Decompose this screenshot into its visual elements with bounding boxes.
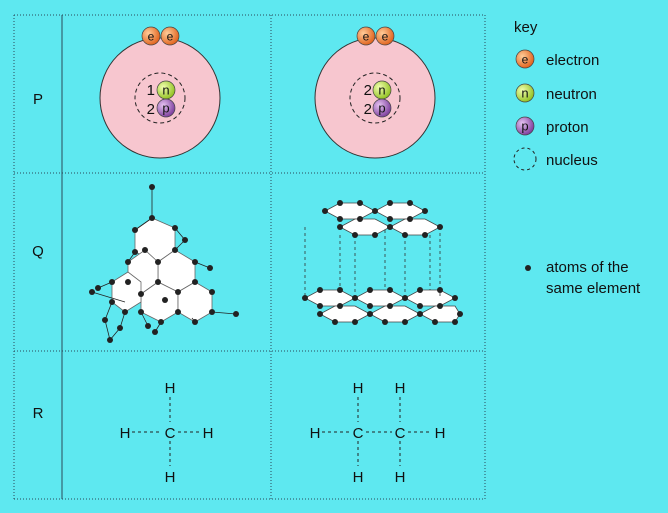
atom-dots <box>89 184 239 343</box>
proton-count: 2 <box>147 101 155 118</box>
svg-text:p: p <box>521 119 528 134</box>
svg-text:e: e <box>148 30 155 44</box>
electron-shell <box>99 37 221 159</box>
hydrogen-atom: H <box>203 425 214 442</box>
nucleus-boundary <box>349 72 401 124</box>
row-label-r: R <box>33 405 44 422</box>
hydrogen-atom: H <box>310 425 321 442</box>
hydrogen-atom: H <box>353 469 364 486</box>
hydrogen-atom: H <box>395 380 406 397</box>
nucleus-boundary <box>134 72 186 124</box>
hydrogen-atom: H <box>165 380 176 397</box>
structural-formula-1: H H C H H <box>120 380 214 486</box>
hydrogen-atom: H <box>165 469 176 486</box>
neutron-count: 2 <box>364 82 372 99</box>
svg-text:n: n <box>378 83 385 98</box>
neutron-count: 1 <box>147 82 155 99</box>
carbon-atom: C <box>165 425 176 442</box>
svg-text:e: e <box>167 30 174 44</box>
svg-text:p: p <box>162 101 169 116</box>
dashed-circle-icon <box>513 147 537 171</box>
proton: p <box>156 98 176 118</box>
atom-dots <box>302 200 463 325</box>
legend-item-nucleus: nucleus <box>513 147 598 171</box>
electron-1: e <box>141 26 161 46</box>
proton-count: 2 <box>364 101 372 118</box>
legend-item-electron: e electron <box>515 49 599 69</box>
hydrogen-atom: H <box>395 469 406 486</box>
electron-icon <box>515 49 535 69</box>
svg-text:p: p <box>378 101 385 116</box>
svg-text:n: n <box>521 86 528 101</box>
interlayer-bonds <box>304 227 441 298</box>
neutron: n <box>156 80 176 100</box>
carbon-atom: C <box>353 425 364 442</box>
hydrogen-atom: H <box>353 380 364 397</box>
svg-text:e: e <box>522 53 529 67</box>
legend-label: electron <box>546 52 599 69</box>
row-label-q: Q <box>32 243 44 260</box>
electron-2: e <box>375 26 395 46</box>
svg-text:e: e <box>382 30 389 44</box>
proton: p <box>372 98 392 118</box>
svg-text:e: e <box>363 30 370 44</box>
table-grid <box>13 14 486 500</box>
electron-shell <box>314 37 436 159</box>
legend-label-line1: atoms of the <box>546 259 629 276</box>
legend-label: neutron <box>546 86 597 103</box>
proton-icon <box>515 116 535 136</box>
neutron: n <box>372 80 392 100</box>
carbon-atom: C <box>395 425 406 442</box>
layered-hexagonal-structure <box>302 200 463 325</box>
structural-formula-2: H H H C C H H H <box>310 380 446 486</box>
lattice-structure-3d <box>89 184 239 343</box>
legend-label: nucleus <box>546 152 598 169</box>
legend-label: proton <box>546 119 589 136</box>
electron-1: e <box>356 26 376 46</box>
atom-diagram-2: e e 2 n 2 p <box>314 26 436 159</box>
legend-item-atoms: atoms of the same element <box>525 259 641 297</box>
legend-label-line2: same element <box>546 280 641 297</box>
legend-item-neutron: n neutron <box>515 83 597 103</box>
svg-text:n: n <box>162 83 169 98</box>
atom-diagram-1: e e 1 n 2 p <box>99 26 221 159</box>
legend: key e electron n neutron p proton nucleu… <box>513 19 641 297</box>
legend-title: key <box>514 19 538 36</box>
neutron-icon <box>515 83 535 103</box>
hydrogen-atom: H <box>120 425 131 442</box>
electron-2: e <box>160 26 180 46</box>
atom-dot-icon <box>525 265 531 271</box>
row-label-p: P <box>33 91 43 108</box>
legend-item-proton: p proton <box>515 116 589 136</box>
hydrogen-atom: H <box>435 425 446 442</box>
